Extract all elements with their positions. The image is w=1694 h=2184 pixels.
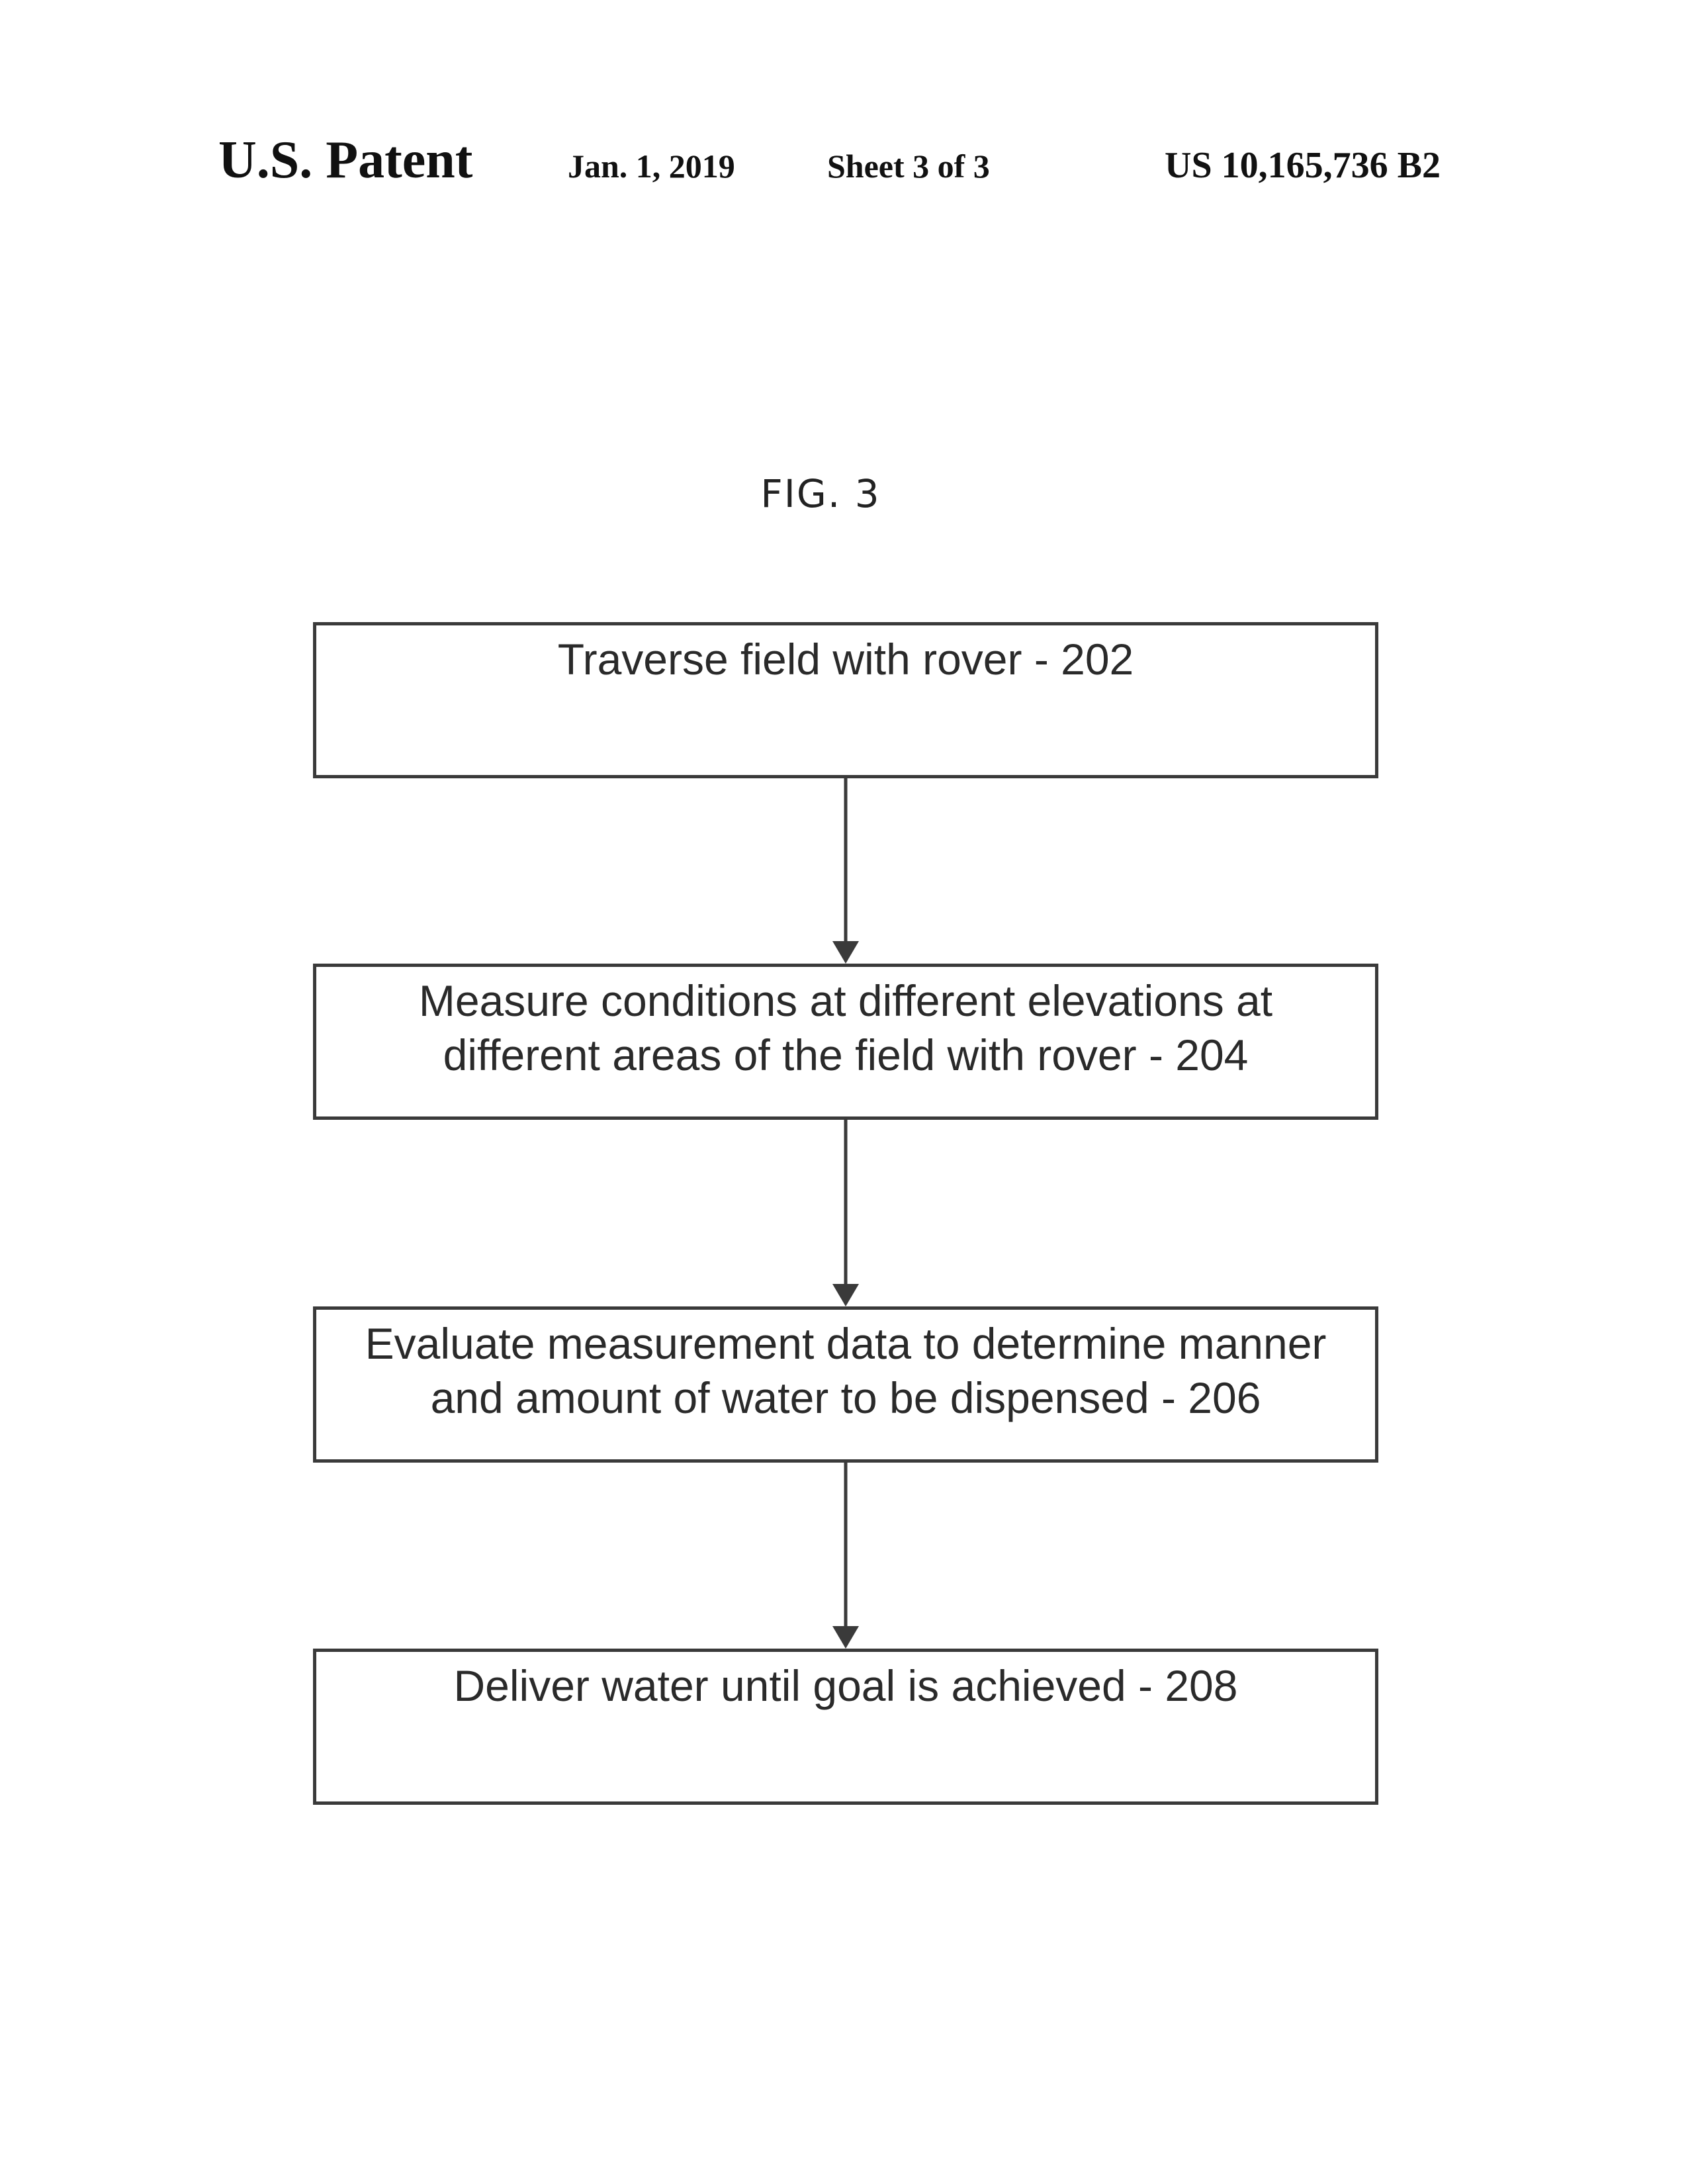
flow-step-204: Measure conditions at different elevatio… [313, 964, 1378, 1120]
flow-step-206: Evaluate measurement data to determine m… [313, 1306, 1378, 1463]
flow-step-line: Measure conditions at different elevatio… [323, 974, 1368, 1028]
patent-header-title: U.S. Patent [218, 134, 472, 187]
flow-step-line: different areas of the field with rover … [323, 1028, 1368, 1082]
arrowhead-2-3 [832, 1284, 859, 1306]
patent-header-sheet: Sheet 3 of 3 [827, 150, 990, 183]
flow-step-text: Traverse field with rover - 202 [323, 632, 1368, 686]
arrowhead-3-4 [832, 1626, 859, 1649]
flow-step-text: Measure conditions at different elevatio… [323, 974, 1368, 1082]
flow-step-202: Traverse field with rover - 202 [313, 622, 1378, 778]
arrowhead-1-2 [832, 941, 859, 964]
figure-label: FIG. 3 [0, 471, 1641, 516]
flow-step-line: Evaluate measurement data to determine m… [323, 1316, 1368, 1371]
flow-step-line: and amount of water to be dispensed - 20… [323, 1371, 1368, 1425]
flow-step-208: Deliver water until goal is achieved - 2… [313, 1649, 1378, 1805]
patent-header-date: Jan. 1, 2019 [568, 150, 735, 183]
flow-step-line: Deliver water until goal is achieved - 2… [323, 1659, 1368, 1713]
flow-step-text: Deliver water until goal is achieved - 2… [323, 1659, 1368, 1713]
flow-step-text: Evaluate measurement data to determine m… [323, 1316, 1368, 1425]
patent-header-number: US 10,165,736 B2 [1165, 147, 1441, 184]
flow-step-line: Traverse field with rover - 202 [323, 632, 1368, 686]
